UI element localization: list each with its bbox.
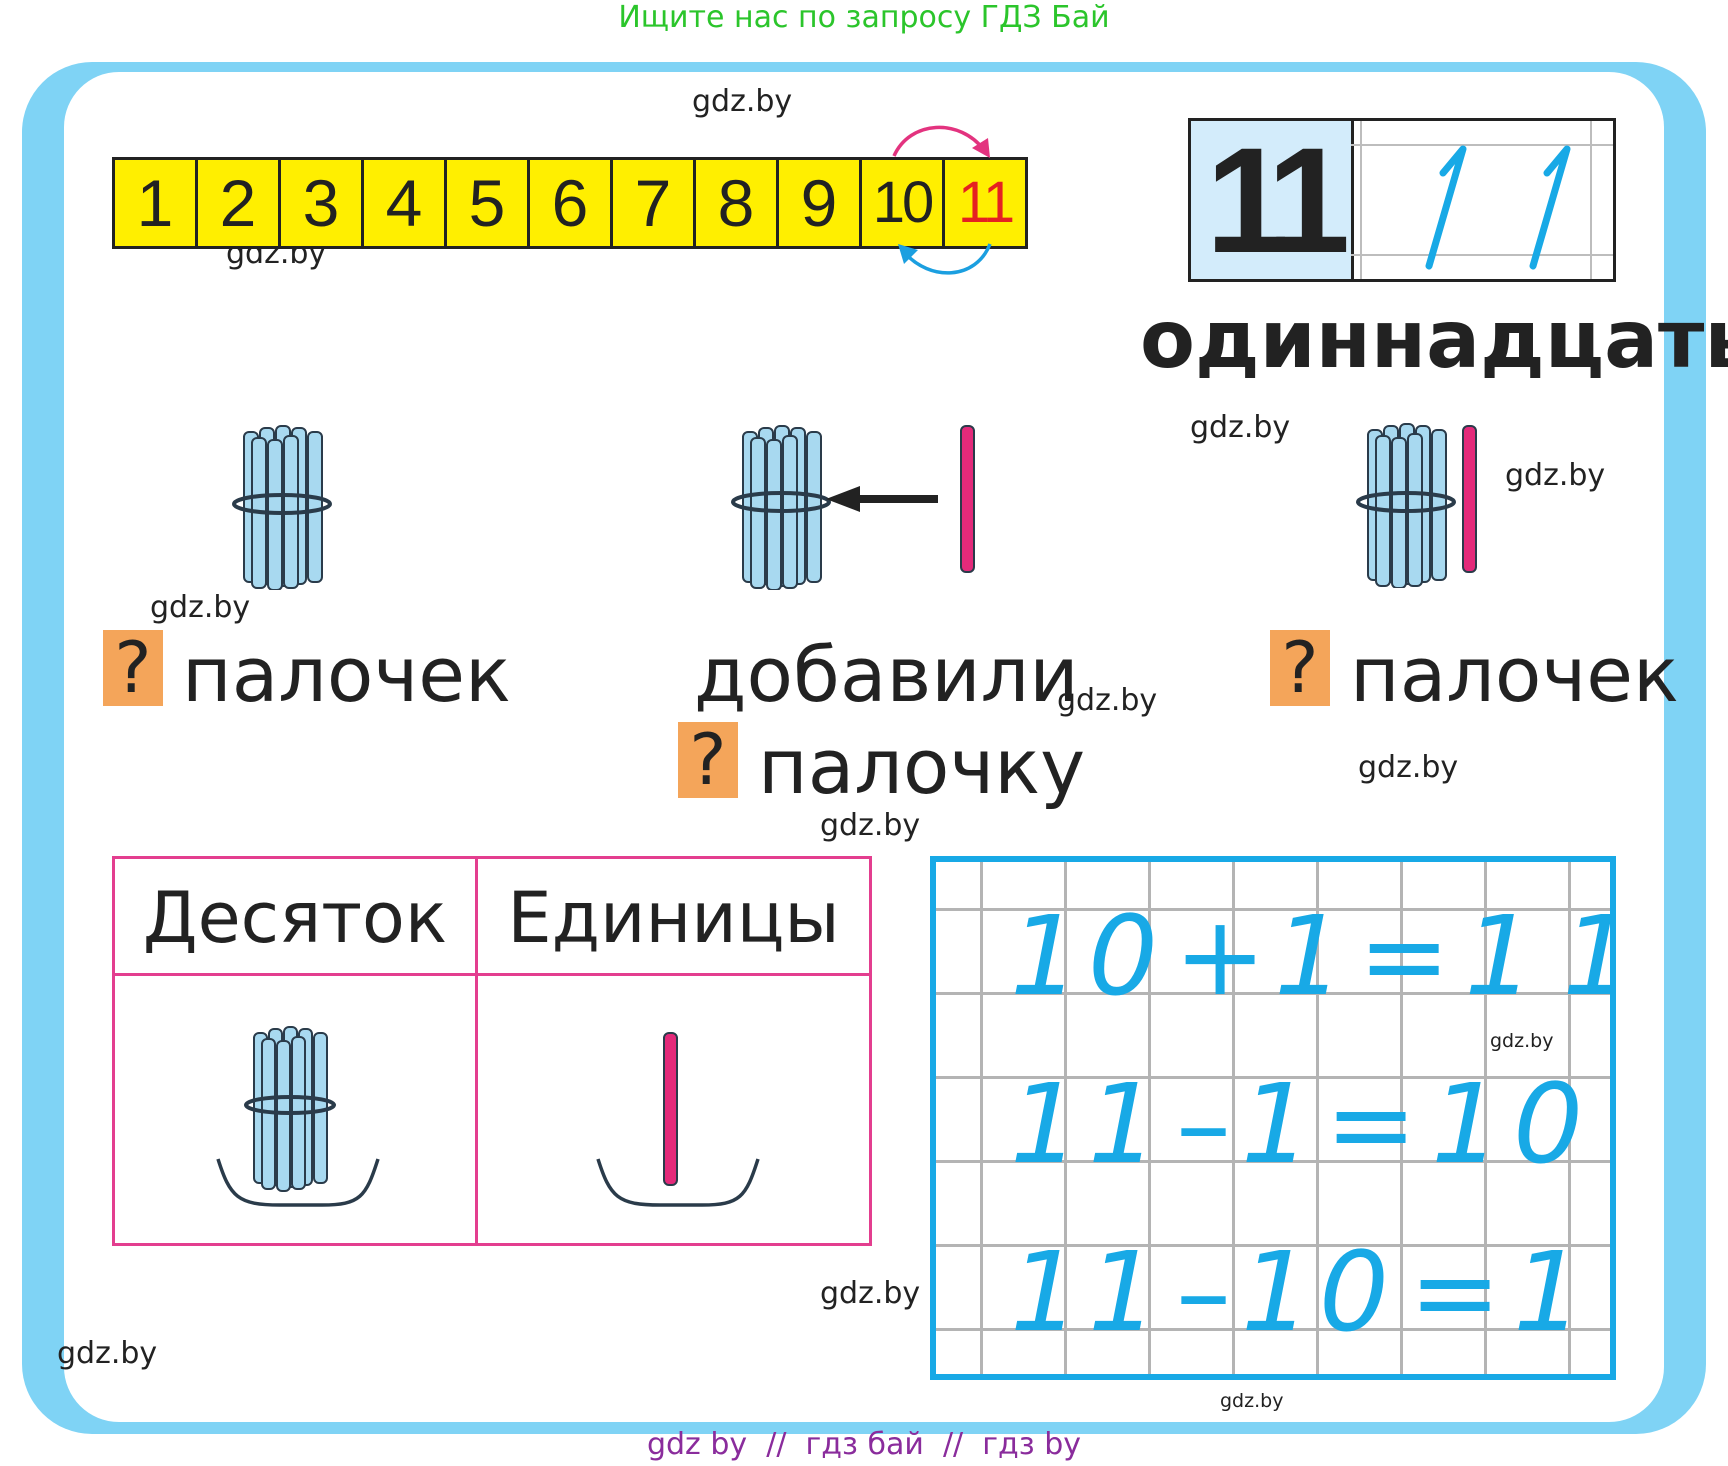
number-cell: 1 [115, 160, 198, 246]
equation-equals: = [1408, 1228, 1502, 1356]
equation-term: 11 [1010, 1228, 1166, 1356]
equation-row: 11–1=10 [1010, 1060, 1595, 1188]
units-cell-content [596, 1032, 760, 1207]
equation-row: 10+1=11 [1010, 892, 1610, 1020]
equation-grid: 10+1=11 11–1=10 11–10=1 [930, 856, 1616, 1380]
number-line-arrows [892, 125, 992, 275]
question-box: ? [678, 722, 738, 798]
question-box: ? [103, 630, 163, 706]
equation-term: 10 [1240, 1228, 1397, 1356]
middle-label-bottom: палочку [758, 722, 1086, 811]
equation-result: 11 [1464, 892, 1610, 1020]
bundle-of-ten-sticks-icon [244, 1026, 336, 1192]
equation-term: 11 [1010, 1060, 1166, 1188]
single-stick-icon [960, 425, 975, 573]
watermark: gdz.by [1057, 683, 1158, 718]
tens-header: Десяток [142, 877, 448, 959]
watermark: gdz.by [150, 590, 251, 625]
watermark: gdz.by [1190, 410, 1291, 445]
bundle-of-ten-sticks-icon [1356, 423, 1456, 588]
place-value-table: Десяток Единицы [112, 856, 872, 1246]
watermark: gdz.by [820, 808, 921, 843]
table-divider [115, 973, 869, 976]
bottom-banner: gdz by // гдз бай // гдз by [646, 1427, 1082, 1462]
equation-term: 10 [1010, 892, 1166, 1020]
watermark: gdz.by [1358, 750, 1459, 785]
equation-equals: = [1324, 1060, 1418, 1188]
equation-operator: – [1175, 1228, 1231, 1356]
right-label: палочек [1350, 630, 1679, 719]
equation-result: 10 [1431, 1060, 1596, 1188]
equation-term: 1 [1274, 892, 1345, 1020]
watermark: gdz.by [820, 1276, 921, 1311]
arrow-left-icon [826, 486, 938, 512]
middle-label-top: добавили [694, 630, 1079, 719]
number-cell: 7 [613, 160, 696, 246]
tray-icon [596, 1158, 760, 1207]
watermark: gdz.by [1505, 458, 1606, 493]
number-cell: 10 [862, 160, 945, 246]
number-word: одиннадцать [1140, 293, 1728, 386]
number-cell: 4 [364, 160, 447, 246]
handwriting-cell [1351, 118, 1616, 282]
watermark: gdz.by [1220, 1390, 1284, 1412]
single-stick-icon [663, 1032, 678, 1186]
equation-equals: = [1358, 892, 1451, 1020]
equation-operator: – [1175, 1060, 1231, 1188]
bundle-of-ten-sticks-icon [232, 425, 332, 590]
watermark: gdz.by [692, 84, 793, 119]
number-card-digits: 11 [1188, 118, 1354, 282]
handwritten-eleven [1425, 145, 1571, 270]
number-cell: 9 [779, 160, 862, 246]
number-cell: 5 [447, 160, 530, 246]
equation-result: 1 [1513, 1228, 1584, 1356]
top-banner: Ищите нас по запросу ГДЗ Бай [618, 0, 1110, 35]
number-cell: 6 [530, 160, 613, 246]
equation-operator: + [1173, 892, 1267, 1020]
number-cell: 2 [198, 160, 281, 246]
left-label: палочек [182, 630, 511, 719]
back-arc-arrow-icon [898, 243, 992, 275]
tens-cell-content [216, 1026, 380, 1207]
table-divider [475, 859, 478, 1243]
bundle-of-ten-sticks-icon [731, 425, 831, 590]
question-box: ? [1270, 630, 1330, 706]
forward-arc-arrow-icon [892, 125, 990, 158]
number-cell: 3 [281, 160, 364, 246]
equation-term: 1 [1240, 1060, 1311, 1188]
single-stick-icon [1462, 425, 1477, 573]
units-header: Единицы [507, 877, 840, 959]
number-cell: 8 [696, 160, 779, 246]
tray-icon [216, 1158, 380, 1207]
watermark: gdz.by [57, 1336, 158, 1371]
number-line: 1 2 3 4 5 6 7 8 9 10 11 [112, 157, 1028, 249]
equation-row: 11–10=1 [1010, 1228, 1583, 1356]
number-cell-highlighted: 11 [957, 170, 1015, 235]
